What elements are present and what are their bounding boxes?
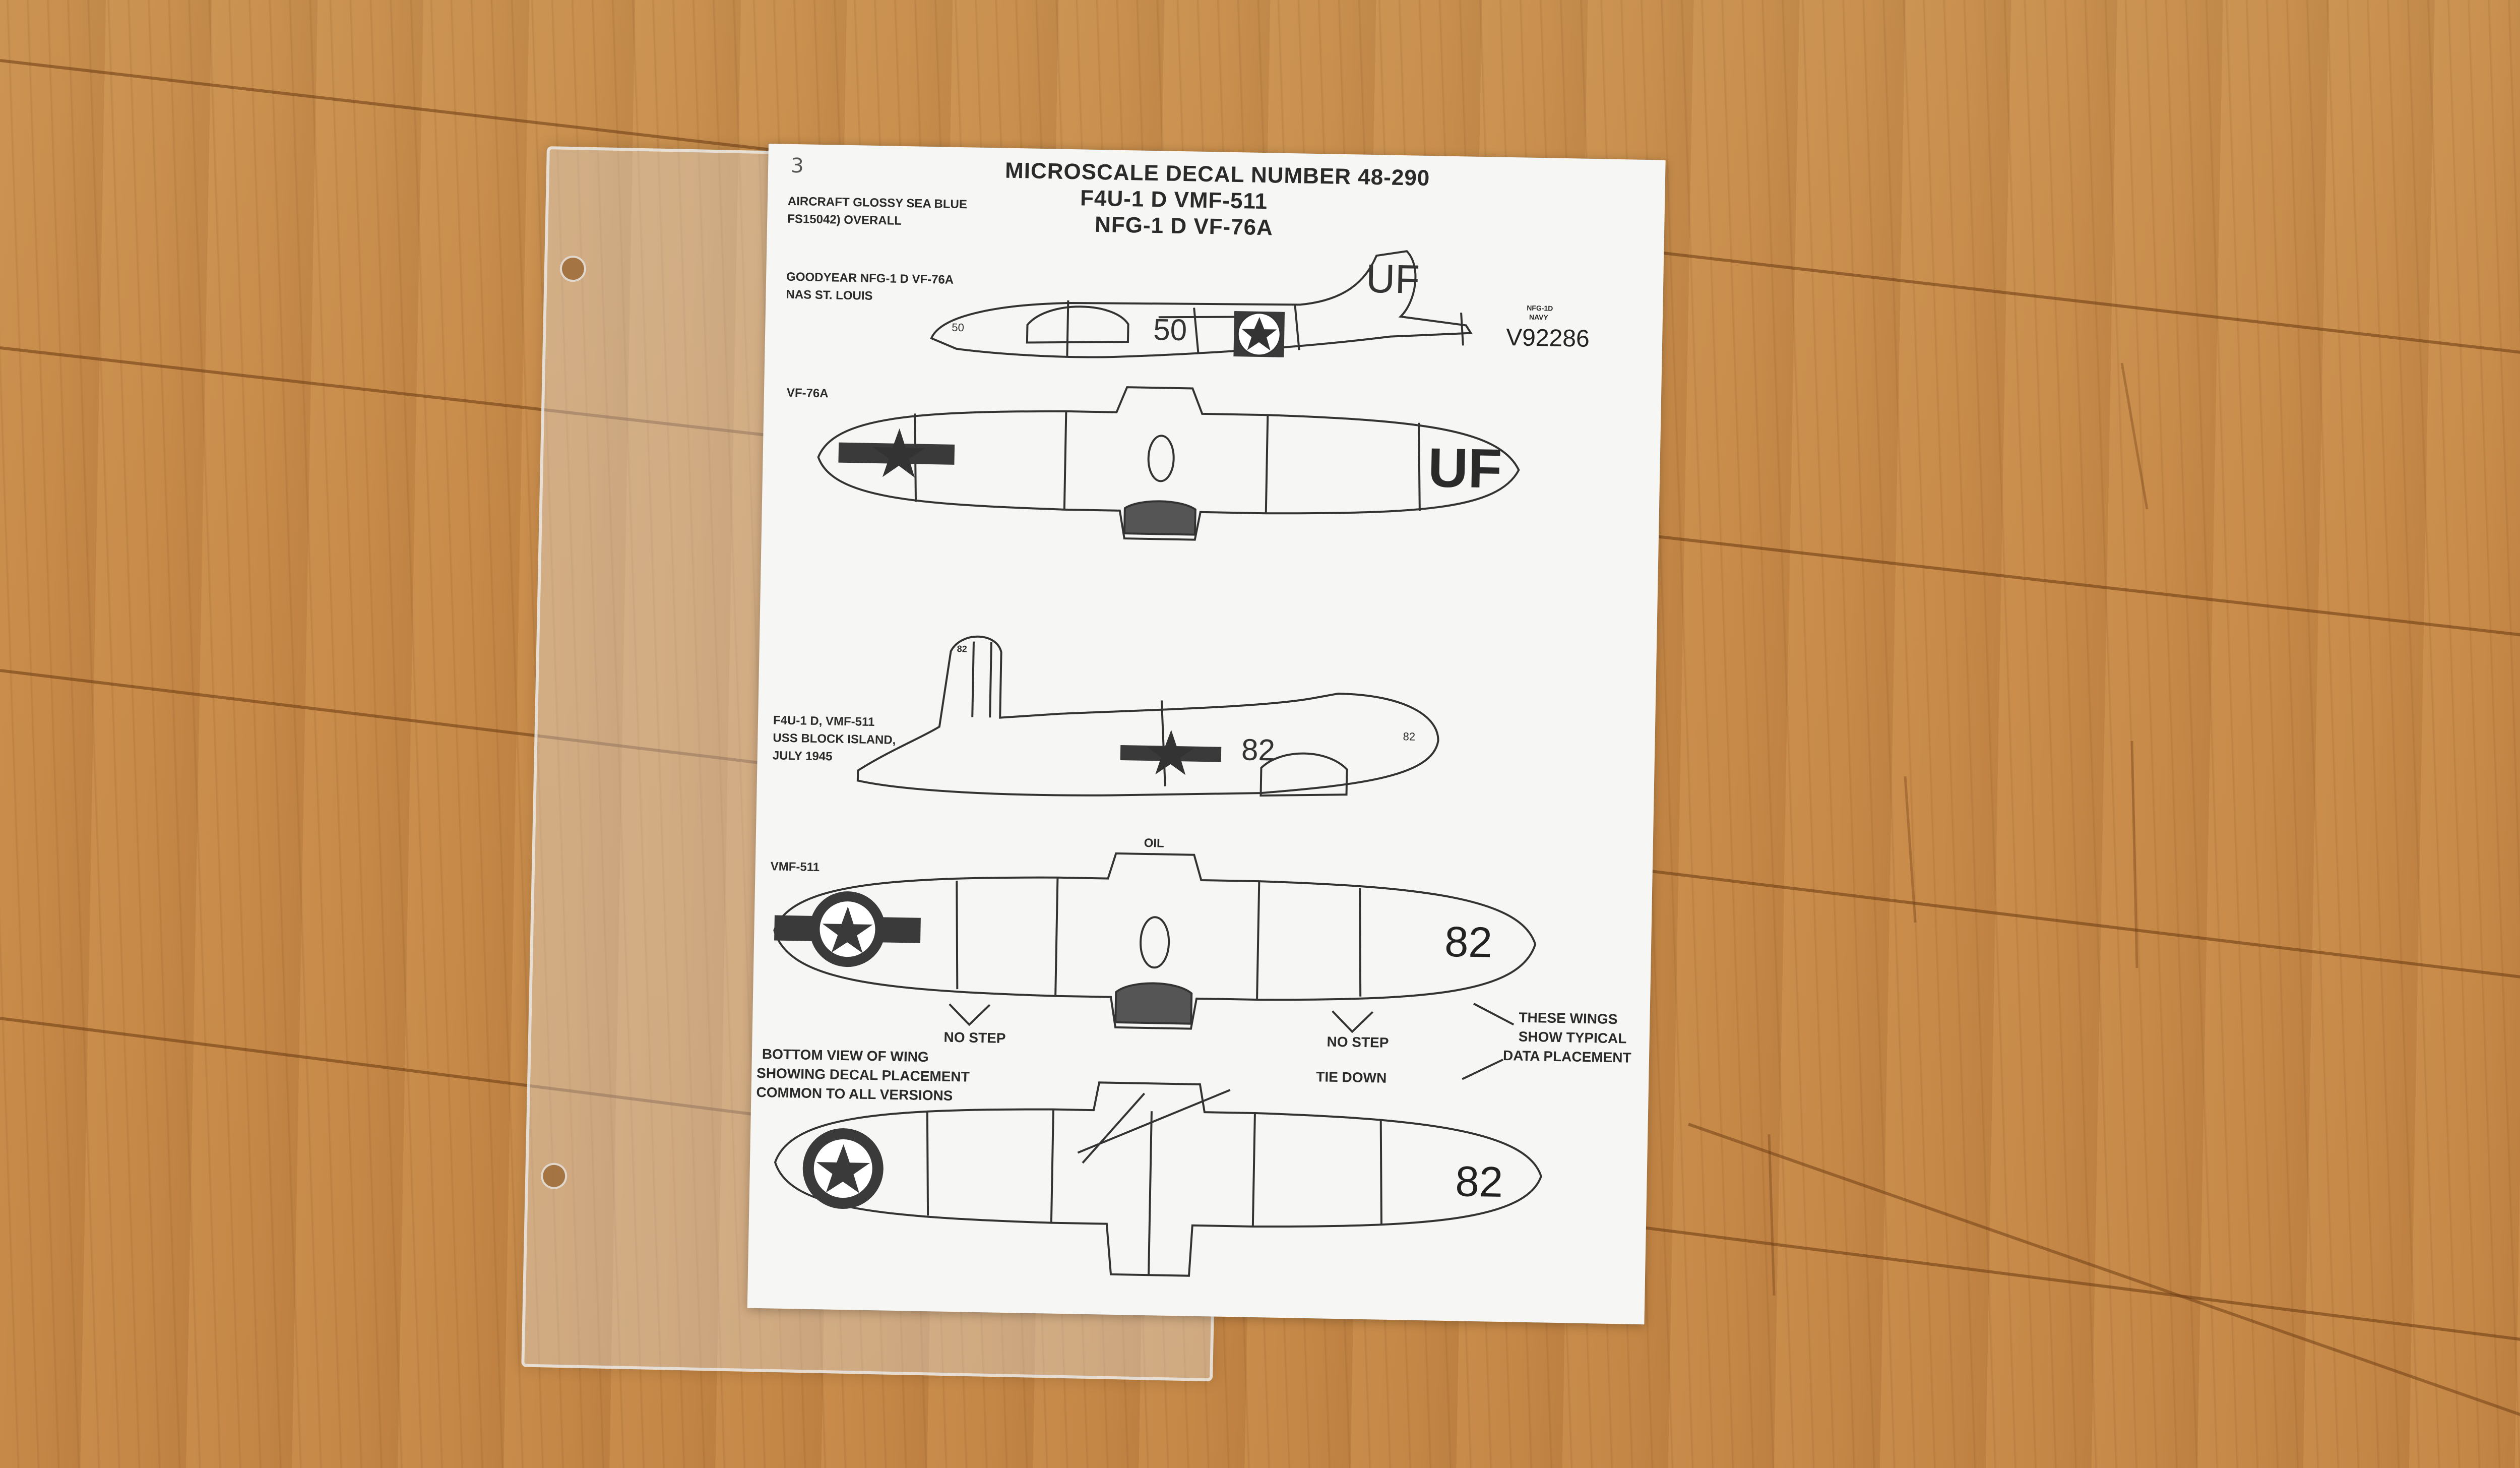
wings-note-line-3: DATA PLACEMENT (1502, 1048, 1631, 1066)
profile-1-small-text-1: NFG-1D (1527, 303, 1553, 313)
wing-top-1-outline (817, 386, 1520, 541)
tie-down-label: TIE DOWN (1315, 1069, 1387, 1086)
wing-top-1-code: UF (1427, 437, 1503, 500)
sleeve-punch-hole (559, 255, 587, 282)
aircraft-line-drawings (773, 250, 1542, 1277)
wings-note-line-2: SHOW TYPICAL (1518, 1028, 1627, 1047)
profile-1-serial: V92286 (1505, 324, 1590, 352)
wing-bottom-outline (774, 1003, 1542, 1277)
bottom-view-caption-line-1: BOTTOM VIEW OF WING (762, 1046, 929, 1065)
wing-top-2-oil-label: OIL (1144, 836, 1164, 850)
profile-1-small-text-2: NAVY (1529, 313, 1548, 322)
no-step-label-right: NO STEP (1327, 1033, 1389, 1051)
profile-2-caption-line-3: JULY 1945 (772, 749, 833, 764)
profile-1-tail-code: UF (1365, 256, 1420, 302)
profile-1-nose-number: 50 (952, 321, 965, 334)
profile-2-caption-line-1: F4U-1 D, VMF-511 (773, 713, 875, 729)
wing-bottom-number: 82 (1455, 1157, 1503, 1207)
profile-1-star-insignia (1233, 311, 1285, 357)
profile-1-caption-line-2: NAS ST. LOUIS (786, 287, 873, 303)
profile-1-aircraft-outline (930, 250, 1473, 358)
wing-top-2-outline (773, 852, 1537, 1033)
profile-2-caption-line-2: USS BLOCK ISLAND, (773, 731, 896, 747)
wings-note-line-1: THESE WINGS (1519, 1009, 1618, 1027)
profile-2-star-insignia (1120, 729, 1222, 775)
profile-1-number: 50 (1153, 313, 1187, 347)
decal-instruction-sheet: 3 MICROSCALE DECAL NUMBER 48-290 F4U-1 D… (747, 144, 1666, 1325)
profile-2-number: 82 (1241, 732, 1276, 767)
profile-2-nose-small-number: 82 (1403, 730, 1416, 743)
profile-2-aircraft-outline (856, 635, 1439, 797)
wing-bottom-roundel-insignia (802, 1128, 884, 1209)
wing-top-2-caption: VMF-511 (770, 860, 820, 875)
profile-2-tail-small-number: 82 (957, 644, 967, 654)
sleeve-punch-hole (540, 1163, 568, 1190)
wing-top-2-number: 82 (1444, 918, 1493, 967)
wing-top-1-caption: VF-76A (786, 386, 829, 401)
no-step-label-left: NO STEP (943, 1029, 1006, 1046)
wing-top-1-star-insignia (838, 428, 955, 478)
wing-top-2-roundel-insignia (774, 891, 921, 967)
